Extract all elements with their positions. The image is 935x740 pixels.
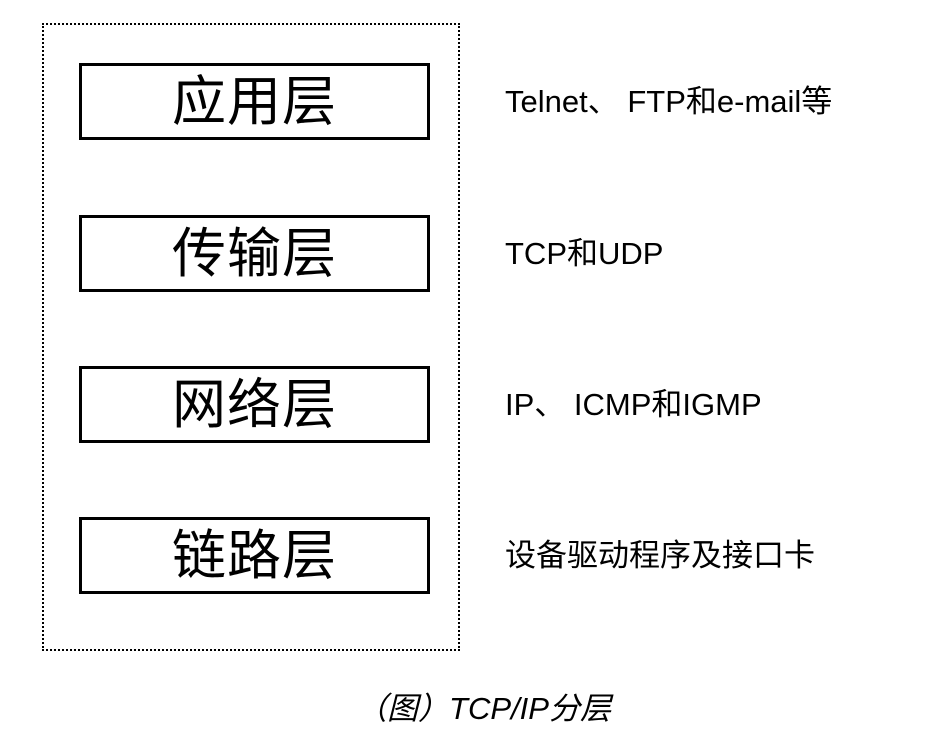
stack-dotted-frame [42,23,460,651]
layer-label-link: 链路层 [172,525,337,586]
layer-box-network: 网络层 [79,366,430,443]
figure-caption: （图）TCP/IP分层 [356,691,611,726]
layer-box-application: 应用层 [79,63,430,140]
layer-box-link: 链路层 [79,517,430,594]
layer-protocols-network: IP、 ICMP和IGMP [505,386,762,422]
layer-protocols-transport: TCP和UDP [505,235,664,271]
layer-label-network: 网络层 [172,374,337,435]
layer-box-transport: 传输层 [79,215,430,292]
layer-label-application: 应用层 [172,71,337,132]
layer-label-transport: 传输层 [172,223,337,284]
layer-protocols-link: 设备驱动程序及接口卡 [505,537,815,573]
layer-protocols-application: Telnet、 FTP和e-mail等 [505,83,833,119]
